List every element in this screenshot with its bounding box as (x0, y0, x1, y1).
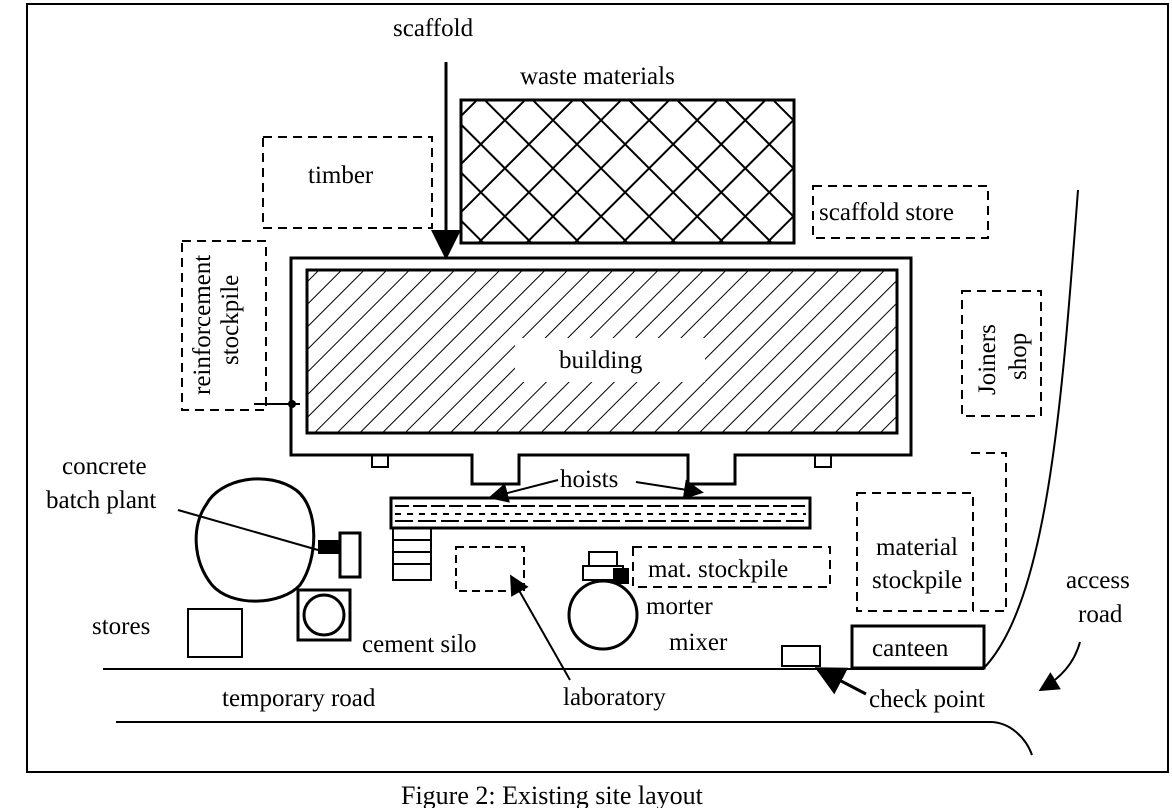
mortar-mixer-tank (613, 568, 629, 584)
label-scaffold: scaffold (393, 15, 474, 42)
stores-building (187, 608, 243, 658)
building-pad-right (814, 454, 832, 468)
figure-caption: Figure 2: Existing site layout (401, 781, 704, 808)
building-label-background (515, 338, 705, 382)
concrete-batch-plant-outlet (338, 531, 362, 579)
check-point-arrow (814, 667, 867, 696)
label-material-stockpile: stockpile (872, 567, 962, 594)
label-laboratory: laboratory (563, 684, 666, 711)
label-mixer: mixer (669, 629, 728, 656)
material-stockpile-area (856, 492, 974, 612)
label-joiners: Joiners (974, 324, 1001, 395)
material-stockpile-extension (971, 452, 1007, 612)
label-canteen: canteen (872, 635, 949, 662)
label-building: building (559, 347, 643, 374)
site-boundary-frame (26, 3, 1169, 773)
label-stores: stores (92, 613, 150, 640)
mortar-mixer-hopper (588, 551, 618, 567)
laboratory-leader (510, 574, 571, 681)
label-waste-materials: waste materials (520, 63, 675, 90)
concrete-batch-plant-chute (318, 540, 340, 554)
timber-area (262, 136, 433, 229)
label-check-point: check point (869, 686, 985, 713)
label-hoists: hoists (560, 466, 618, 493)
label-temporary-road: temporary road (222, 685, 376, 712)
cement-silo-circle (302, 593, 346, 637)
label-shop: shop (1005, 333, 1032, 380)
scaffold-stair (392, 527, 432, 581)
label-reinforcement: reinforcement (189, 255, 216, 395)
concrete-batch-plant-shape (194, 477, 316, 603)
mortar-mixer-drum (567, 579, 639, 651)
label-access: access (1066, 567, 1130, 594)
hoist-arrow-right (635, 479, 704, 500)
concrete-batch-plant-leader (177, 509, 319, 551)
label-mat-stockpile: mat. stockpile (648, 556, 788, 583)
label-timber: timber (308, 162, 374, 189)
access-road-arrow (1038, 641, 1081, 692)
building-footprint-outline (289, 256, 913, 486)
hoist-arrow-left (488, 479, 559, 503)
waste-materials-area (459, 98, 796, 245)
reinforcement-stockpile-area (181, 240, 267, 411)
label-cement-silo: cement silo (362, 631, 477, 658)
label-road: road (1078, 601, 1123, 628)
label-material: material (876, 534, 958, 561)
temporary-road-bottom-edge (116, 721, 1033, 756)
label-batch-plant: batch plant (46, 487, 156, 514)
joiners-shop-area (961, 290, 1042, 417)
cement-silo-box (296, 588, 352, 642)
building-pad-left (371, 454, 389, 468)
label-concrete: concrete (62, 453, 147, 480)
laboratory-area (455, 546, 525, 592)
label-reinforcement-stockpile: stockpile (217, 275, 244, 365)
mat-stockpile-area (632, 546, 831, 588)
label-morter: morter (646, 593, 713, 620)
scaffold-store-area (812, 185, 989, 239)
check-point-booth (781, 645, 821, 667)
access-road-line (983, 189, 1079, 669)
label-scaffold-store: scaffold store (819, 199, 954, 226)
scaffold-platform (389, 496, 812, 530)
